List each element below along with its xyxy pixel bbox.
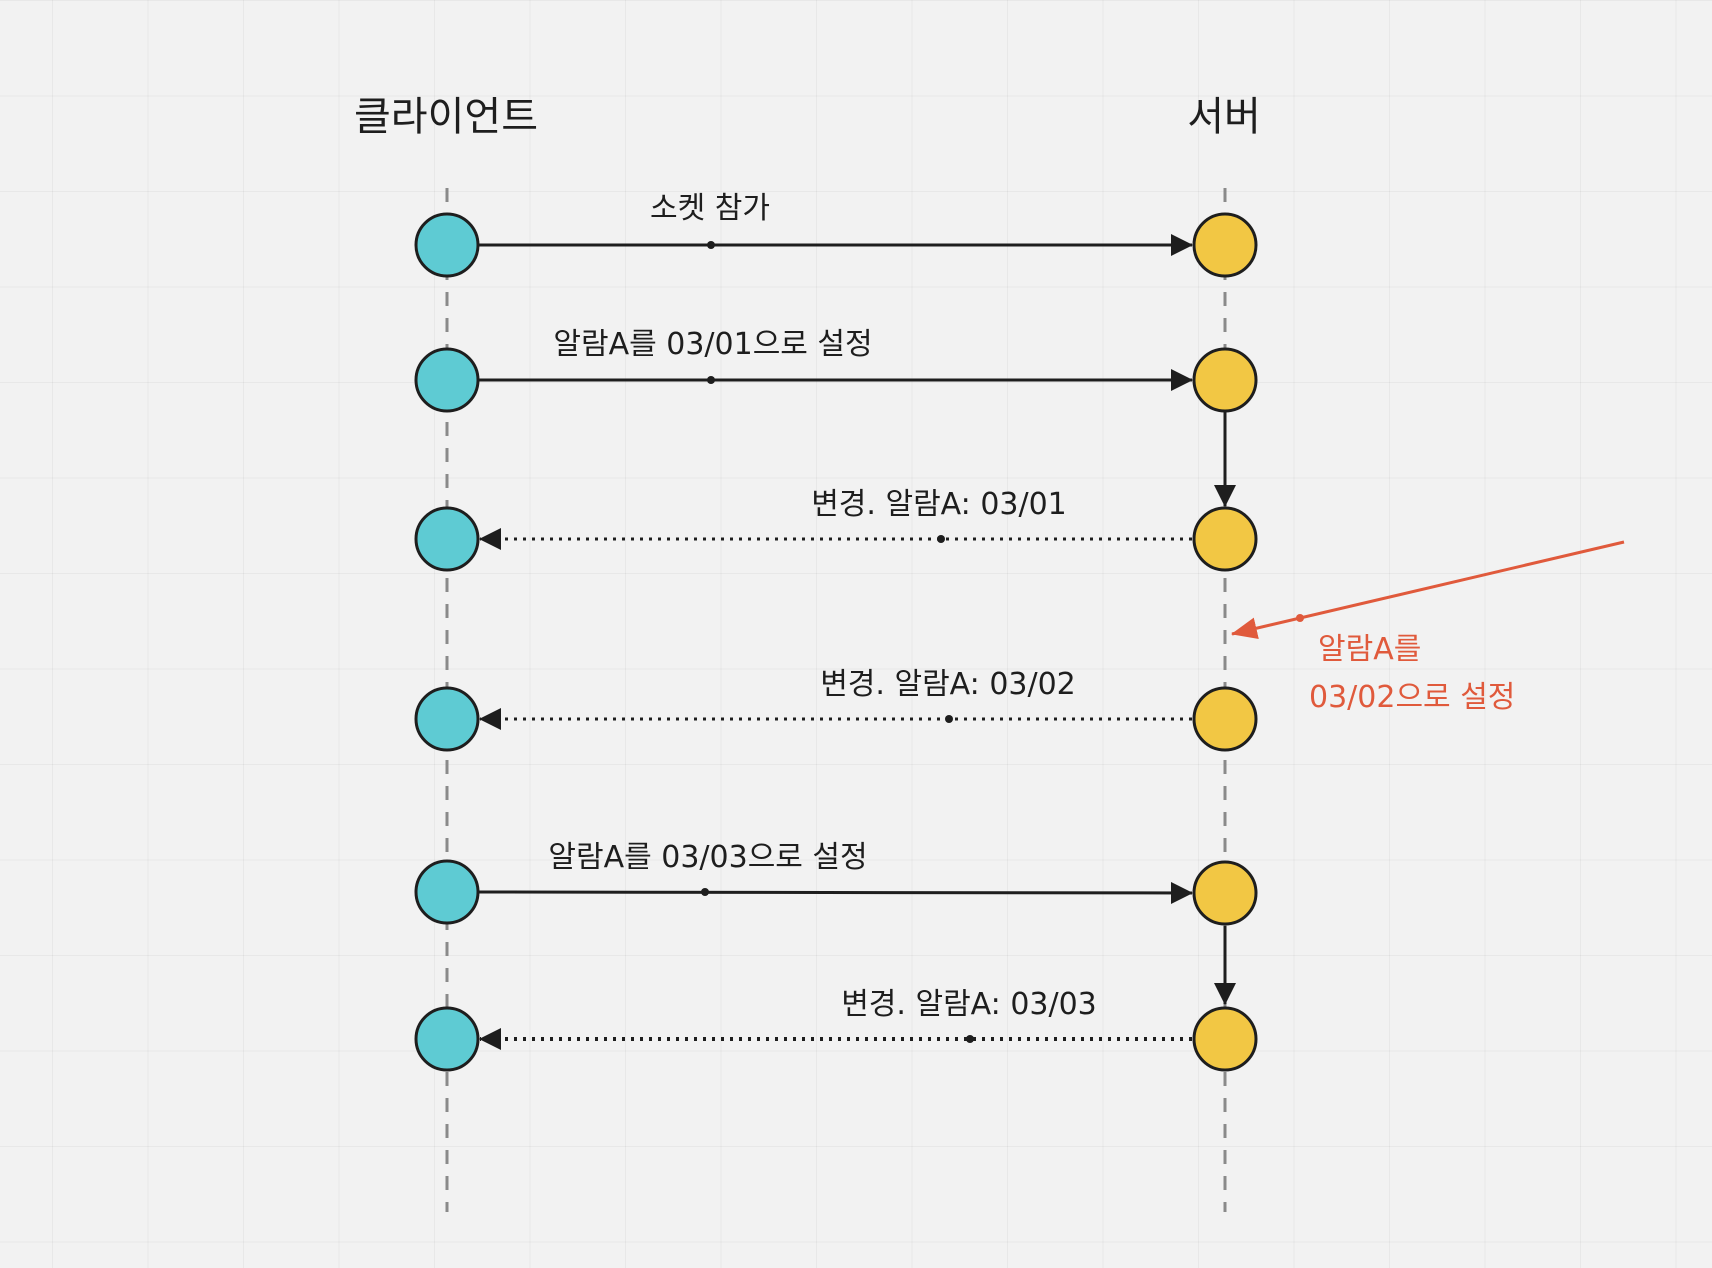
server-node — [1192, 860, 1258, 926]
message-label-6: 변경. 알람A: 03/03 — [841, 987, 1097, 1022]
client-node — [414, 506, 480, 572]
message-label-3: 변경. 알람A: 03/01 — [811, 487, 1067, 522]
message-midpoint-3 — [937, 535, 945, 543]
external-note-arrow — [1231, 540, 1625, 639]
server-node — [1192, 506, 1258, 572]
message-label-5: 알람A를 03/03으로 설정 — [548, 840, 867, 875]
external-note-line2: 03/02으로 설정 — [1309, 680, 1515, 715]
message-midpoint-6 — [966, 1035, 974, 1043]
client-node — [414, 212, 480, 278]
external-note-line1: 알람A를 — [1318, 632, 1421, 667]
server-node — [1192, 1006, 1258, 1072]
client-node — [414, 347, 480, 413]
client-lifeline-title: 클라이언트 — [354, 94, 538, 140]
message-label-2: 알람A를 03/01으로 설정 — [553, 327, 872, 362]
message-label-1: 소켓 참가 — [650, 191, 770, 226]
message-midpoint-5 — [701, 888, 709, 896]
message-midpoint-2 — [707, 376, 715, 384]
client-node — [414, 686, 480, 752]
client-nodes — [414, 212, 480, 1072]
message-midpoint-1 — [707, 241, 715, 249]
message-label-4: 변경. 알람A: 03/02 — [820, 667, 1076, 702]
server-node — [1192, 686, 1258, 752]
server-nodes — [1192, 212, 1258, 1072]
server-lifeline-title: 서버 — [1187, 94, 1261, 140]
server-node — [1192, 347, 1258, 413]
server-node — [1192, 212, 1258, 278]
message-arrow-5 — [477, 881, 1193, 904]
client-node — [414, 1006, 480, 1072]
client-node — [414, 859, 480, 925]
message-midpoint-4 — [945, 715, 953, 723]
external-note-arrow-midpoint — [1296, 614, 1304, 622]
